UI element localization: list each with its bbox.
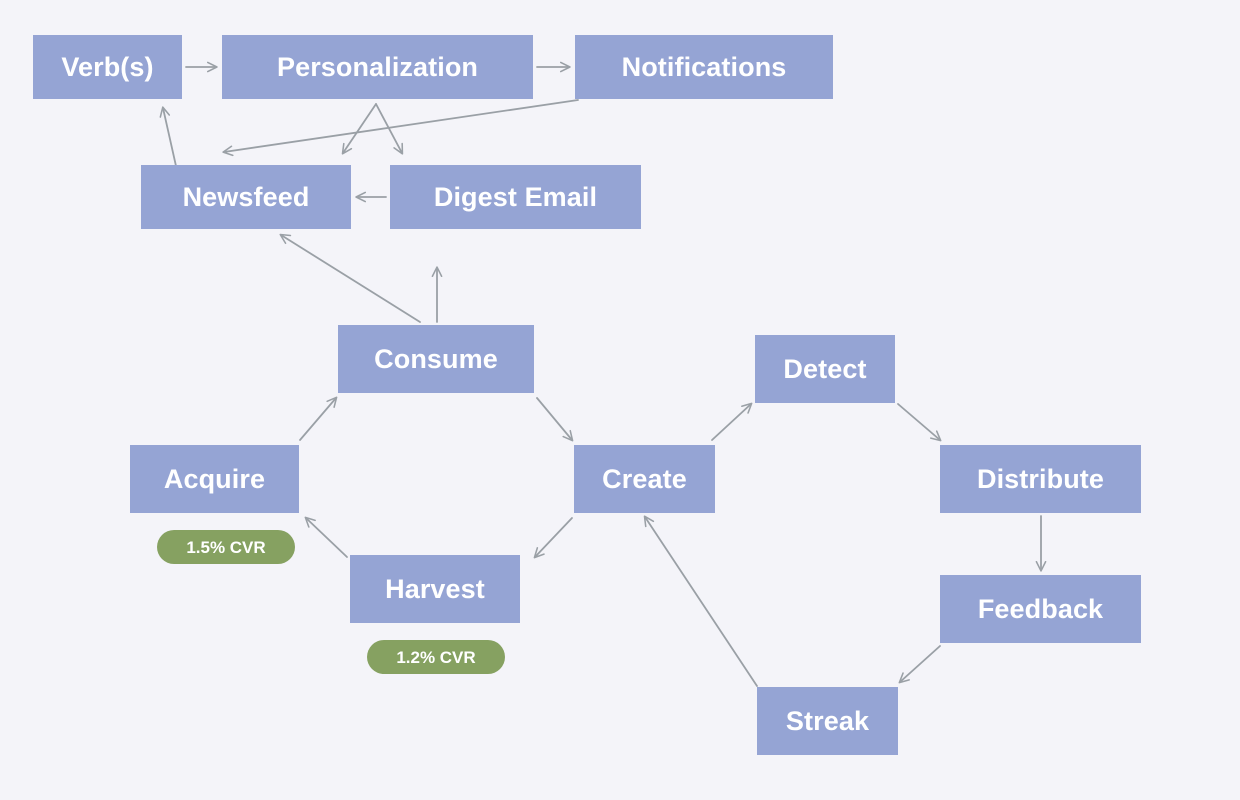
node-consume[interactable]: Consume xyxy=(338,325,534,393)
edge-harvest-to-acquire xyxy=(304,516,348,558)
edge-detect-to-distribute xyxy=(897,403,942,442)
edge-acquire-to-consume xyxy=(299,396,338,441)
node-create[interactable]: Create xyxy=(574,445,715,513)
edge-newsfeed-to-verbs xyxy=(159,106,177,167)
node-streak[interactable]: Streak xyxy=(757,687,898,755)
edge-personalization-to-newsfeed xyxy=(341,103,377,155)
badge-acquire-cvr: 1.5% CVR xyxy=(157,530,295,564)
node-personalization[interactable]: Personalization xyxy=(222,35,533,99)
badge-harvest-cvr: 1.2% CVR xyxy=(367,640,505,674)
node-digest-email[interactable]: Digest Email xyxy=(390,165,641,229)
node-harvest[interactable]: Harvest xyxy=(350,555,520,623)
edge-create-to-detect xyxy=(711,402,753,441)
node-notifications[interactable]: Notifications xyxy=(575,35,833,99)
edge-notifications-to-newsfeed xyxy=(222,99,579,157)
edge-create-to-harvest xyxy=(533,517,573,559)
edge-streak-to-create xyxy=(643,515,758,687)
node-verbs[interactable]: Verb(s) xyxy=(33,35,182,99)
edge-consume-to-newsfeed xyxy=(279,233,421,323)
node-distribute[interactable]: Distribute xyxy=(940,445,1141,513)
node-acquire[interactable]: Acquire xyxy=(130,445,299,513)
edge-personalization-to-digest-email xyxy=(375,103,404,155)
node-newsfeed[interactable]: Newsfeed xyxy=(141,165,351,229)
edge-consume-to-create xyxy=(536,397,574,442)
node-feedback[interactable]: Feedback xyxy=(940,575,1141,643)
node-detect[interactable]: Detect xyxy=(755,335,895,403)
edge-feedback-to-streak xyxy=(898,645,941,684)
